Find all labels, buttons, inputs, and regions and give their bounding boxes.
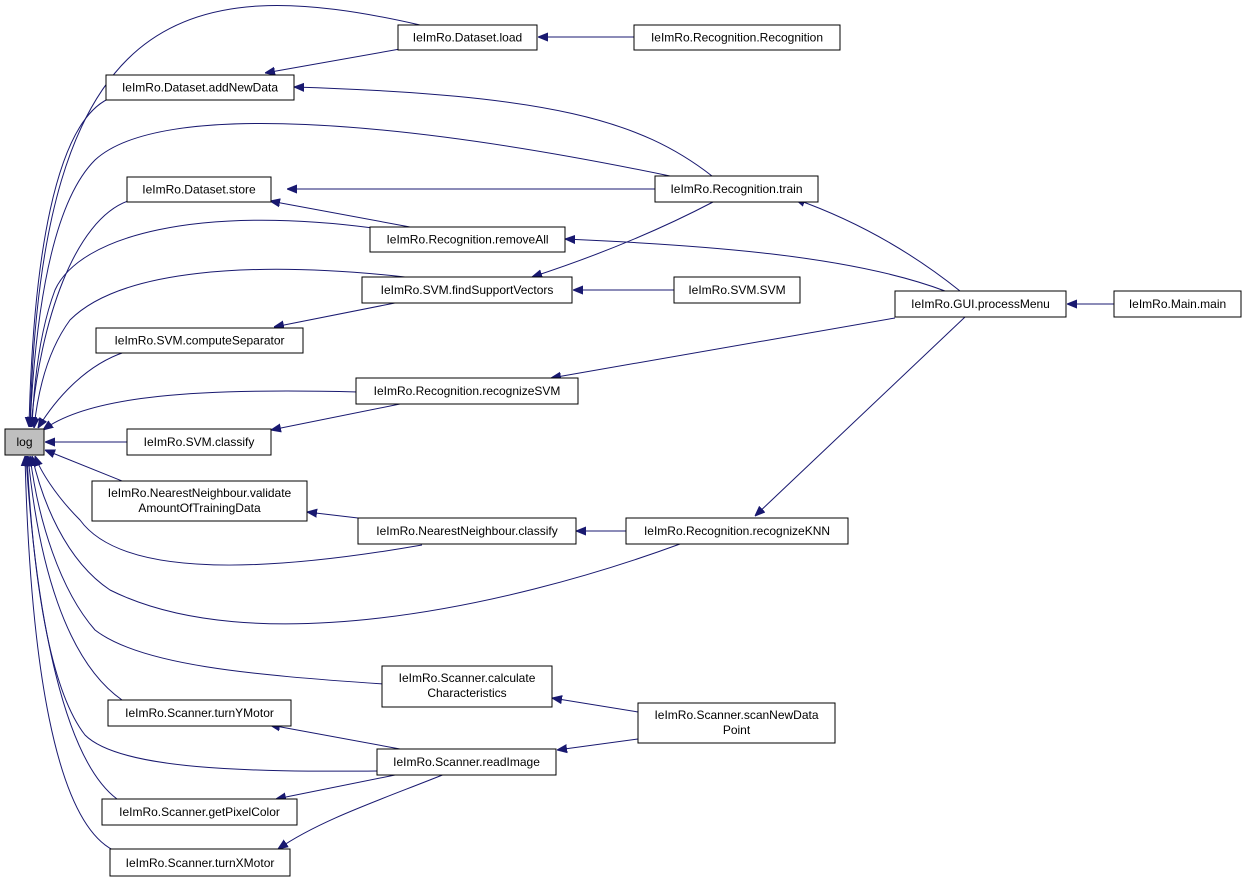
node-dataset-load[interactable]: IeImRo.Dataset.load	[397, 24, 538, 51]
node-nn-validate[interactable]: IeImRo.NearestNeighbour.validate AmountO…	[91, 480, 308, 522]
edge-store-to-log	[31, 200, 129, 427]
node-scanner-calculate[interactable]: IeImRo.Scanner.calculate Characteristics	[381, 665, 553, 708]
node-recognition-train[interactable]: IeImRo.Recognition.train	[654, 175, 819, 203]
node-label-scanner-scannewdata-line2: Point	[723, 723, 751, 737]
node-label-dataset-addnewdata: IeImRo.Dataset.addNewData	[122, 81, 278, 95]
node-label-recognition-ctor: IeImRo.Recognition.Recognition	[651, 31, 823, 45]
edge-findsupportvectors-to-computeseparator	[274, 301, 401, 327]
edge-calculate-to-log	[30, 456, 385, 685]
edge-dataset-load-to-addnewdata	[265, 48, 401, 73]
edge-turnxmotor-to-log	[25, 456, 114, 851]
node-label-main-main: IeImRo.Main.main	[1129, 297, 1226, 311]
edge-processmenu-to-recognizeknn	[755, 316, 966, 516]
node-gui-processmenu[interactable]: IeImRo.GUI.processMenu	[894, 290, 1067, 318]
edge-train-to-addnewdata	[294, 87, 713, 177]
node-scanner-turnxmotor[interactable]: IeImRo.Scanner.turnXMotor	[109, 848, 291, 877]
edges	[25, 5, 1114, 851]
edge-nn-classify-to-nn-validate	[307, 512, 359, 519]
node-label-recognition-recognizesvm: IeImRo.Recognition.recognizeSVM	[374, 384, 561, 398]
node-label-svm-ctor: IeImRo.SVM.SVM	[688, 283, 785, 297]
node-recognition-recognizesvm[interactable]: IeImRo.Recognition.recognizeSVM	[355, 377, 579, 405]
node-label-log: log	[16, 435, 32, 449]
node-recognition-ctor[interactable]: IeImRo.Recognition.Recognition	[633, 24, 841, 51]
edge-recognizesvm-to-svm-classify	[271, 403, 401, 430]
edge-findsupportvectors-to-log	[34, 268, 406, 428]
edge-processmenu-to-recognizesvm	[551, 317, 896, 378]
node-svm-findsupportvectors[interactable]: IeImRo.SVM.findSupportVectors	[361, 276, 573, 304]
edge-nn-classify-to-log	[35, 456, 423, 566]
edge-dataset-load-to-log	[30, 5, 421, 427]
edge-recognizeknn-to-log	[32, 456, 681, 625]
node-label-scanner-turnxmotor: IeImRo.Scanner.turnXMotor	[126, 856, 275, 870]
edge-train-to-log-upper	[30, 123, 671, 427]
edge-getpixelcolor-to-log	[26, 456, 118, 800]
edge-scannewdata-to-readimage	[557, 738, 639, 750]
node-label-svm-classify: IeImRo.SVM.classify	[144, 435, 255, 449]
edge-train-to-findsupportvectors	[532, 201, 714, 277]
edge-removeall-to-log	[32, 219, 374, 427]
node-nn-classify[interactable]: IeImRo.NearestNeighbour.classify	[357, 517, 577, 545]
node-svm-computeseparator[interactable]: IeImRo.SVM.computeSeparator	[95, 327, 304, 354]
edge-nn-validate-to-log	[45, 450, 133, 486]
node-svm-classify[interactable]: IeImRo.SVM.classify	[126, 428, 272, 456]
node-scanner-scannewdata[interactable]: IeImRo.Scanner.scanNewData Point	[637, 702, 836, 744]
node-dataset-addnewdata[interactable]: IeImRo.Dataset.addNewData	[105, 74, 295, 101]
edge-processmenu-to-train	[795, 199, 961, 292]
edge-removeall-to-store	[270, 201, 411, 228]
edge-turnymotor-to-log	[28, 456, 123, 701]
node-label-recognition-removeall: IeImRo.Recognition.removeAll	[386, 233, 548, 247]
nodes: log IeImRo.Dataset.load IeImRo.Recogniti…	[4, 24, 1242, 877]
node-main-main[interactable]: IeImRo.Main.main	[1113, 290, 1242, 318]
node-dataset-store[interactable]: IeImRo.Dataset.store	[126, 176, 272, 203]
node-scanner-readimage[interactable]: IeImRo.Scanner.readImage	[376, 748, 557, 776]
node-label-scanner-calculate-line2: Characteristics	[427, 686, 506, 700]
node-recognition-removeall[interactable]: IeImRo.Recognition.removeAll	[369, 226, 566, 253]
node-label-recognition-train: IeImRo.Recognition.train	[670, 182, 802, 196]
node-recognition-recognizeknn[interactable]: IeImRo.Recognition.recognizeKNN	[625, 517, 849, 545]
edge-readimage-to-turnymotor	[270, 725, 401, 750]
node-label-scanner-calculate-line1: IeImRo.Scanner.calculate	[399, 671, 536, 685]
node-log[interactable]: log	[4, 428, 45, 456]
node-label-nn-classify: IeImRo.NearestNeighbour.classify	[376, 524, 557, 538]
node-label-scanner-scannewdata-line1: IeImRo.Scanner.scanNewData	[654, 708, 818, 722]
node-label-gui-processmenu: IeImRo.GUI.processMenu	[911, 297, 1050, 311]
edge-readimage-to-turnxmotor	[278, 773, 446, 849]
node-label-nn-validate-line1: IeImRo.NearestNeighbour.validate	[108, 486, 292, 500]
node-label-scanner-readimage: IeImRo.Scanner.readImage	[393, 755, 540, 769]
edge-scannewdata-to-calculate	[552, 698, 639, 713]
node-label-recognition-recognizeknn: IeImRo.Recognition.recognizeKNN	[644, 524, 830, 538]
edge-readimage-to-getpixelcolor	[276, 773, 401, 799]
node-label-scanner-turnymotor: IeImRo.Scanner.turnYMotor	[125, 706, 274, 720]
edge-recognizesvm-to-log	[43, 390, 359, 430]
node-label-nn-validate-line2: AmountOfTrainingData	[138, 501, 261, 515]
node-label-dataset-load: IeImRo.Dataset.load	[413, 31, 522, 45]
node-svm-ctor[interactable]: IeImRo.SVM.SVM	[673, 276, 801, 304]
edge-computeseparator-to-log	[38, 351, 126, 428]
node-label-dataset-store: IeImRo.Dataset.store	[142, 183, 256, 197]
edge-processmenu-to-removeall	[565, 239, 946, 292]
edge-addnewdata-to-log	[29, 98, 109, 427]
node-label-svm-computeseparator: IeImRo.SVM.computeSeparator	[114, 334, 284, 348]
node-label-svm-findsupportvectors: IeImRo.SVM.findSupportVectors	[381, 283, 554, 297]
node-scanner-turnymotor[interactable]: IeImRo.Scanner.turnYMotor	[107, 699, 292, 727]
node-scanner-getpixelcolor[interactable]: IeImRo.Scanner.getPixelColor	[101, 798, 298, 826]
node-label-scanner-getpixelcolor: IeImRo.Scanner.getPixelColor	[119, 805, 280, 819]
